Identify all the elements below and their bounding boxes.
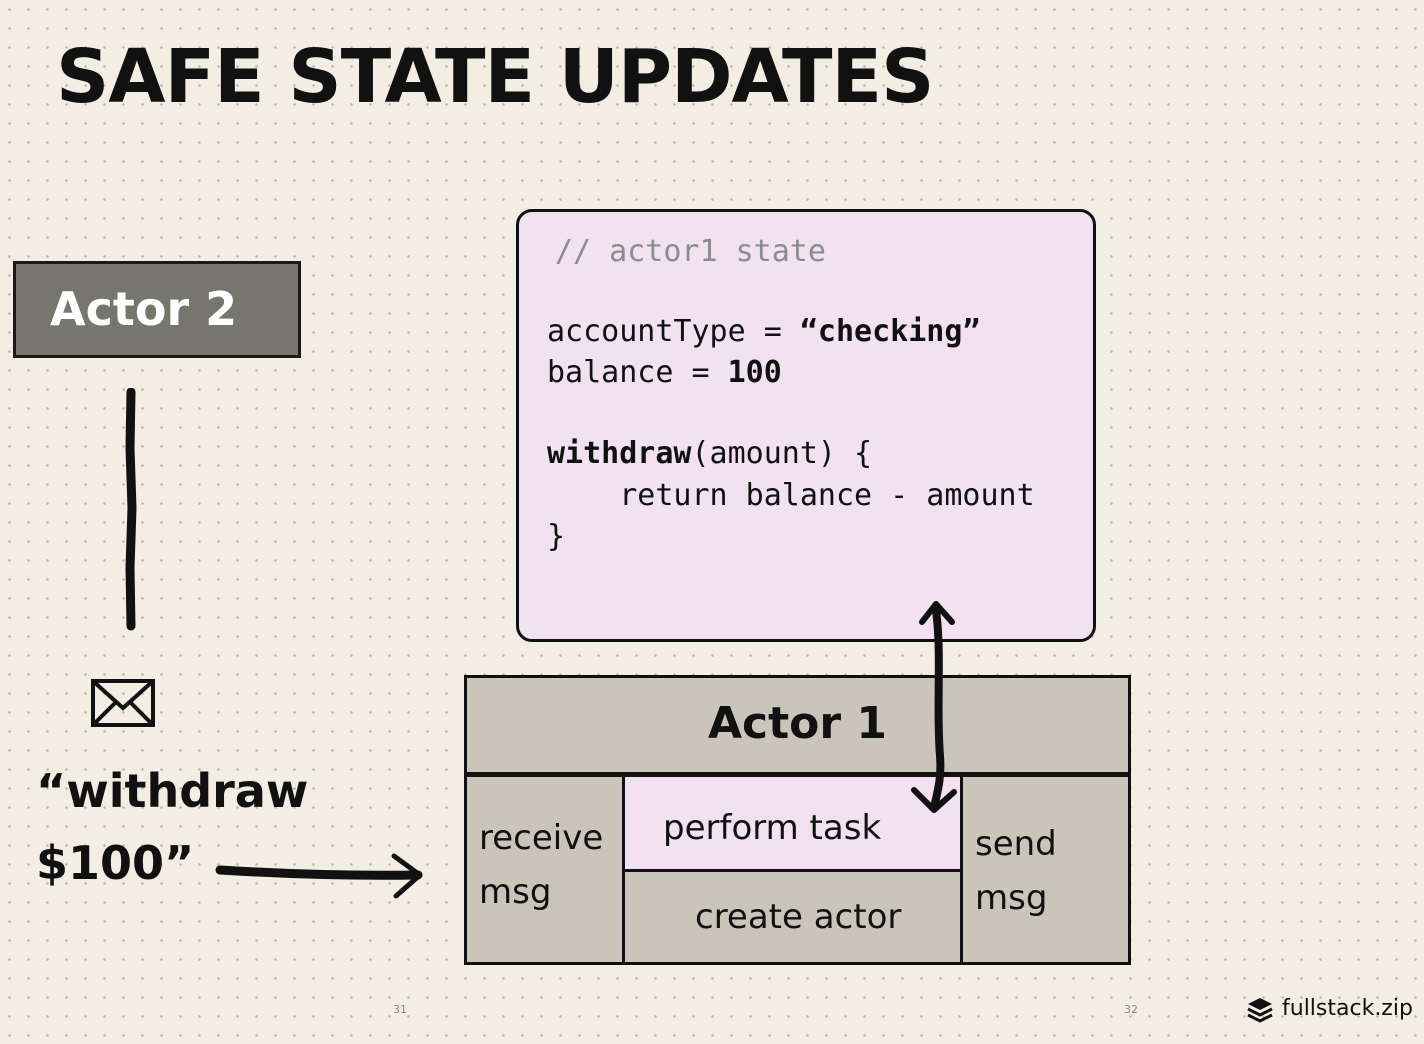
receive-msg-cell: receive msg [464,774,625,965]
state-line3-fn: withdraw [547,436,692,471]
send-line-2: msg [975,878,1048,918]
perform-task-text: perform task [663,808,882,848]
slide-title: SAFE STATE UPDATES [56,34,934,120]
actor1-state-box: // actor1 state accountType = “checking”… [516,209,1096,642]
receive-line-2: msg [479,872,552,912]
message-line-2: $100” [36,836,195,890]
actor2-box: Actor 2 [13,261,301,358]
state-line2-pre: balance = [547,355,728,390]
state-line-close: } [547,519,566,554]
send-line-1: send [975,824,1057,864]
message-arrow [215,853,423,899]
create-actor-text: create actor [695,897,902,937]
state-update-double-arrow [911,601,957,813]
actor1-label: Actor 1 [707,698,888,749]
create-actor-cell: create actor [622,869,963,965]
receive-msg-text: receive msg [479,811,603,919]
actor1-header: Actor 1 [464,675,1131,775]
page-number-left: 31 [393,1003,407,1016]
message-text: “withdraw $100” [36,755,308,899]
actor2-connector-line [125,388,137,631]
state-line3-rest: (amount) { [691,436,873,471]
actor2-label: Actor 2 [50,282,238,336]
send-msg-cell: send msg [960,774,1131,965]
state-line1-value: “checking” [799,314,981,349]
brand-name: fullstack.zip [1282,996,1413,1021]
message-line-1: “withdraw [36,764,309,818]
envelope-icon [91,679,155,727]
send-msg-text: send msg [975,817,1057,925]
state-line-withdraw: withdraw(amount) { [547,436,872,471]
state-line-return: return balance - amount [547,478,1035,513]
receive-line-1: receive [479,818,604,858]
state-line1-pre: accountType = [547,314,800,349]
state-comment: // actor1 state [555,234,826,269]
state-line-balance: balance = 100 [547,355,782,390]
layers-icon [1247,998,1273,1023]
state-line2-value: 100 [727,355,782,390]
state-line-account-type: accountType = “checking” [547,314,981,349]
page-number-right: 32 [1124,1003,1138,1016]
